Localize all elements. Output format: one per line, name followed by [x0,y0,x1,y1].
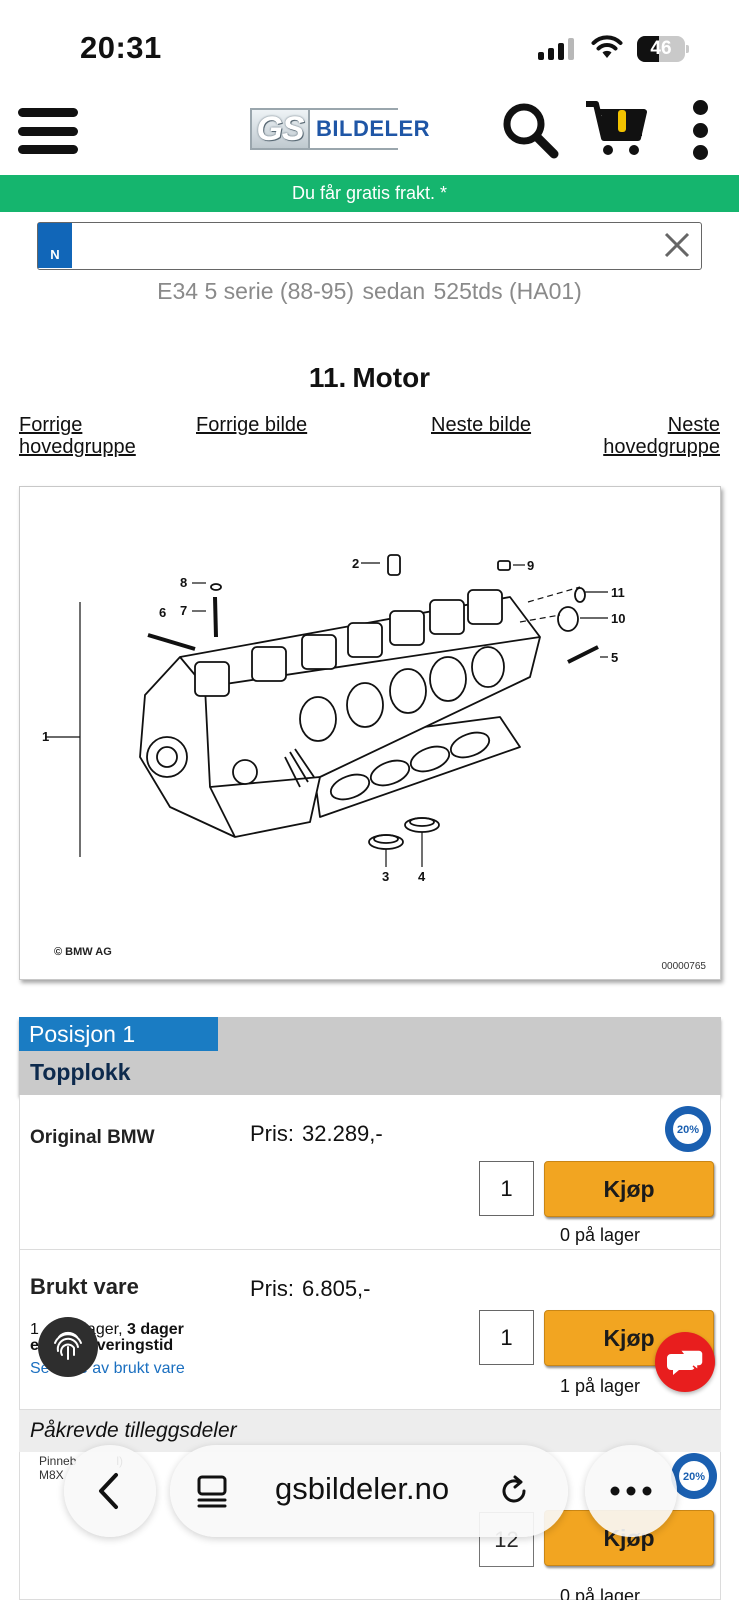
callout-1[interactable]: 1 [42,729,49,744]
model-series: E34 5 serie (88-95) [157,278,355,304]
fingerprint-icon [54,1331,82,1360]
cylinder-head-drawing: 1 2 3 4 5 6 7 8 9 10 11 [42,554,625,884]
page-menu-icon[interactable] [196,1473,230,1509]
model-variant: 525tds (HA01) [433,278,582,304]
callout-4[interactable]: 4 [418,869,426,884]
chat-icon [667,1349,704,1375]
stock-status: 0 på lager [559,1586,641,1600]
callout-9[interactable]: 9 [527,558,534,573]
product-type: Brukt vare [30,1274,139,1299]
free-shipping-banner: Du får gratis frakt. * [0,175,739,212]
model-body: sedan [362,278,426,304]
price-label: Pris: [250,1121,294,1146]
callout-3[interactable]: 3 [382,869,389,884]
member-price-badge-icon: 20% [671,1453,717,1499]
product-price: Pris: 6.805,- [250,1276,371,1302]
menu-icon[interactable] [18,108,78,154]
position-header: Posisjon 1 Topplokk [19,1017,721,1095]
delivery-time: leveringstid [83,1337,174,1354]
member-price-badge-icon: 20% [665,1106,711,1152]
wifi-icon [591,35,623,58]
browser-address-bar[interactable]: gsbildeler.no [170,1445,568,1537]
browser-more-button[interactable] [585,1445,677,1537]
delivery-info: 1 nlager, 3 dager e leveringstid [30,1322,230,1354]
selected-model: E34 5 serie (88-95) sedan 525tds (HA01) [0,278,739,305]
more-horizontal-icon [610,1486,652,1496]
stock-status: 0 på lager [559,1225,641,1245]
stock-status: 1 på lager [559,1376,641,1396]
part-name: Topplokk [30,1059,131,1085]
next-group-line2: hovedgruppe [603,436,720,458]
status-time: 20:31 [80,30,162,65]
price-value: 6.805,- [302,1276,371,1301]
delivery-days: 3 dager [126,1321,184,1338]
logo-mark: GS [250,108,310,150]
search-icon[interactable] [500,100,560,160]
parts-diagram[interactable]: 1 2 3 4 5 6 7 8 9 10 11 © BMW AG 0000076… [19,486,721,980]
product-row-used: Brukt vare Pris: 6.805,- 1 nlager, 3 dage… [19,1250,721,1410]
next-group-link[interactable]: Neste hovedgruppe [603,414,720,458]
group-number: 11. [308,362,347,393]
product-type: Original BMW [30,1127,155,1148]
prev-image-link[interactable]: Forrige bilde [196,414,308,436]
group-name: Motor [352,362,431,393]
callout-7[interactable]: 7 [180,603,187,618]
prev-group-line1: Forrige [19,414,83,436]
quantity-input[interactable]: 1 [479,1310,534,1365]
position-label: Posisjon 1 [19,1017,218,1051]
prev-group-link[interactable]: Forrige hovedgruppe [19,414,136,458]
model-tag: N [38,223,72,268]
chevron-left-icon [99,1473,118,1509]
buy-button[interactable]: Kjøp [544,1161,714,1217]
next-image-link[interactable]: Neste bilde [431,414,532,436]
page-title: 11.Motor [0,362,739,394]
product-row-original: Original BMW Pris: 32.289,- 20% 1 Kjøp 0 … [19,1095,721,1250]
diagram-id: 00000765 [661,961,707,972]
callout-10[interactable]: 10 [611,611,625,626]
browser-back-button[interactable] [64,1445,156,1537]
callout-6[interactable]: 6 [159,605,166,620]
next-group-line1: Neste [667,414,720,436]
extra-part-line2: M8X [39,1468,64,1482]
site-header: GS BILDELER [0,90,739,175]
chat-button[interactable] [655,1332,715,1392]
battery-level: 46 [650,38,672,59]
cellular-signal-icon [538,38,574,60]
quantity-input[interactable]: 1 [479,1161,534,1216]
price-value: 32.289,- [302,1121,383,1146]
prev-group-line2: hovedgruppe [19,436,136,458]
callout-8[interactable]: 8 [180,575,187,590]
more-vertical-icon[interactable] [690,100,710,160]
model-selector[interactable]: N [37,222,702,270]
delivery-prefix: e [30,1337,39,1354]
cart-icon[interactable] [584,98,648,158]
battery-icon: 46 [637,36,689,62]
svg-text:20%: 20% [683,1471,705,1483]
price-label: Pris: [250,1276,294,1301]
svg-text:20%: 20% [677,1124,699,1136]
logo-text: BILDELER [310,108,430,150]
stock-info-prefix: 1 [30,1321,39,1338]
close-icon[interactable] [663,231,691,259]
diagram-copyright: © BMW AG [54,946,112,958]
reload-icon[interactable] [496,1473,532,1509]
fingerprint-button[interactable] [38,1317,98,1377]
callout-5[interactable]: 5 [611,650,618,665]
product-price: Pris: 32.289,- [250,1121,383,1147]
site-logo[interactable]: GS BILDELER [250,108,430,150]
extra-part-line1: Pinneb [39,1454,77,1468]
callout-2[interactable]: 2 [352,556,359,571]
browser-url: gsbildeler.no [275,1471,450,1506]
status-bar: 20:31 46 [0,0,739,90]
callout-11[interactable]: 11 [611,585,625,600]
